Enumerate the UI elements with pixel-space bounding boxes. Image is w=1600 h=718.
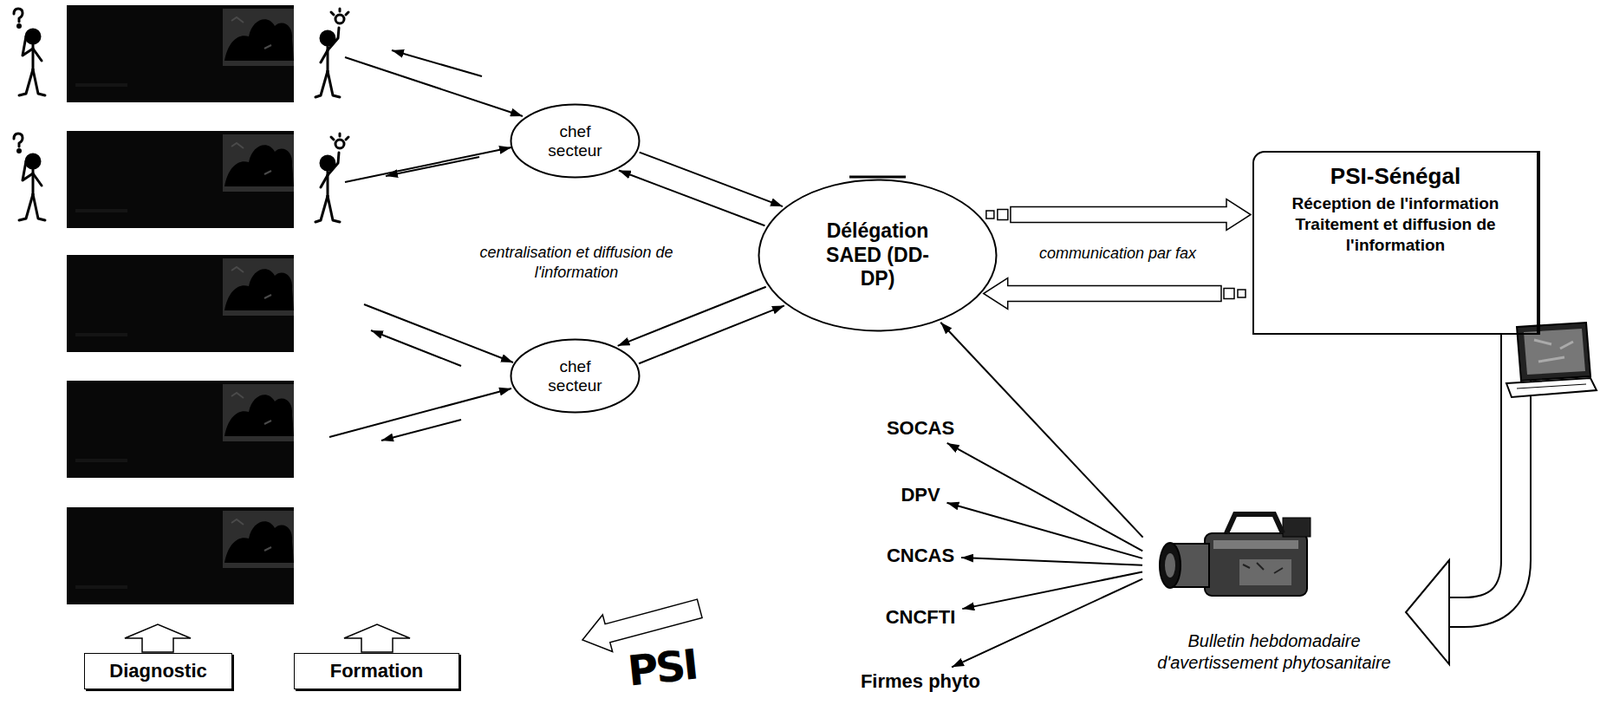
tail-square — [1237, 289, 1246, 298]
connector-arrow — [961, 557, 1143, 566]
sector-chief-ellipse: chef secteur — [509, 103, 641, 179]
edge-label: communication par fax — [1036, 244, 1199, 263]
tail-square — [986, 210, 995, 219]
connector-arrow — [951, 578, 1143, 668]
connector-arrow — [617, 286, 767, 346]
curved-block-arrow — [1405, 334, 1516, 664]
node-text: Bulletin hebdomadaire d'avertissement ph… — [1144, 630, 1405, 674]
connector-arrow — [639, 152, 783, 207]
partner-name: CNCAS — [883, 542, 958, 569]
delegation-ellipse: Délégation SAED (DD-DP) — [757, 178, 998, 332]
thinking-figure — [13, 8, 46, 96]
node-text: SOCAS — [886, 416, 955, 440]
training-box: Formation — [293, 652, 460, 690]
connector-arrow — [946, 502, 1143, 559]
psi-senegal-box: PSI-SénégalRéception de l'information Tr… — [1252, 150, 1541, 335]
partner-name: SOCAS — [883, 415, 958, 442]
connector-arrow — [638, 305, 785, 364]
field-arrow — [364, 304, 514, 363]
field-arrow — [344, 147, 512, 183]
partner-name: Firmes phyto — [857, 668, 984, 695]
tail-square — [1223, 288, 1235, 300]
idea-figure — [315, 8, 349, 98]
node-text: chef secteur — [547, 122, 602, 161]
block-arrow-body — [983, 278, 1222, 310]
node-text: CNCAS — [886, 544, 955, 567]
field-photo — [66, 507, 294, 605]
node-text: DPV — [900, 483, 940, 507]
arrow-head — [1405, 559, 1450, 664]
sector-chief-ellipse: chef secteur — [509, 338, 641, 414]
node-text: CNCFTI — [885, 605, 957, 629]
node-text: Firmes phyto — [860, 669, 981, 693]
tail-square — [997, 209, 1009, 221]
field-arrow — [391, 50, 482, 77]
field-photo — [66, 5, 294, 103]
field-arrow — [385, 156, 480, 176]
partner-name: DPV — [897, 481, 944, 508]
ellipse-shape — [511, 104, 640, 178]
ellipse-tick — [849, 175, 906, 179]
node-text: Formation — [330, 659, 424, 683]
up-block-arrow — [344, 624, 410, 652]
block-arrow-body — [1010, 199, 1251, 231]
flow-note: centralisation et diffusion de l'informa… — [476, 242, 677, 284]
arrow-outline — [1449, 334, 1516, 612]
node-text: chef secteur — [547, 357, 602, 396]
ellipse-shape — [759, 180, 997, 332]
node-text: PSI-Sénégal — [1330, 162, 1461, 190]
connector-arrow — [947, 442, 1144, 552]
fax-block-arrow — [983, 278, 1246, 310]
field-photo — [66, 380, 294, 478]
field-photo — [66, 130, 294, 228]
node-text: Diagnostic — [109, 659, 207, 683]
video-camera — [1159, 513, 1311, 596]
field-photo — [66, 254, 294, 352]
bulletin-caption-area: Bulletin hebdomadaire d'avertissement ph… — [1144, 507, 1405, 698]
connector-arrow — [940, 322, 1143, 538]
fax-block-arrow — [986, 199, 1251, 231]
field-arrow — [344, 57, 523, 117]
idea-figure — [315, 133, 349, 222]
node-text: Délégation SAED (DD-DP) — [820, 219, 936, 292]
field-arrow — [370, 330, 462, 366]
partner-name: CNCFTI — [882, 604, 960, 631]
diagnostic-box: Diagnostic — [84, 652, 233, 690]
field-arrow — [381, 419, 462, 441]
psi-logo: PSI — [625, 643, 698, 692]
thinking-figure — [13, 133, 46, 221]
node-text: Réception de l'information Traitement et… — [1262, 193, 1529, 255]
arrow-fill — [1449, 334, 1516, 612]
connector-arrow — [962, 572, 1143, 610]
connector-arrow — [618, 170, 766, 227]
ellipse-shape — [511, 339, 640, 413]
up-block-arrow — [124, 624, 191, 652]
